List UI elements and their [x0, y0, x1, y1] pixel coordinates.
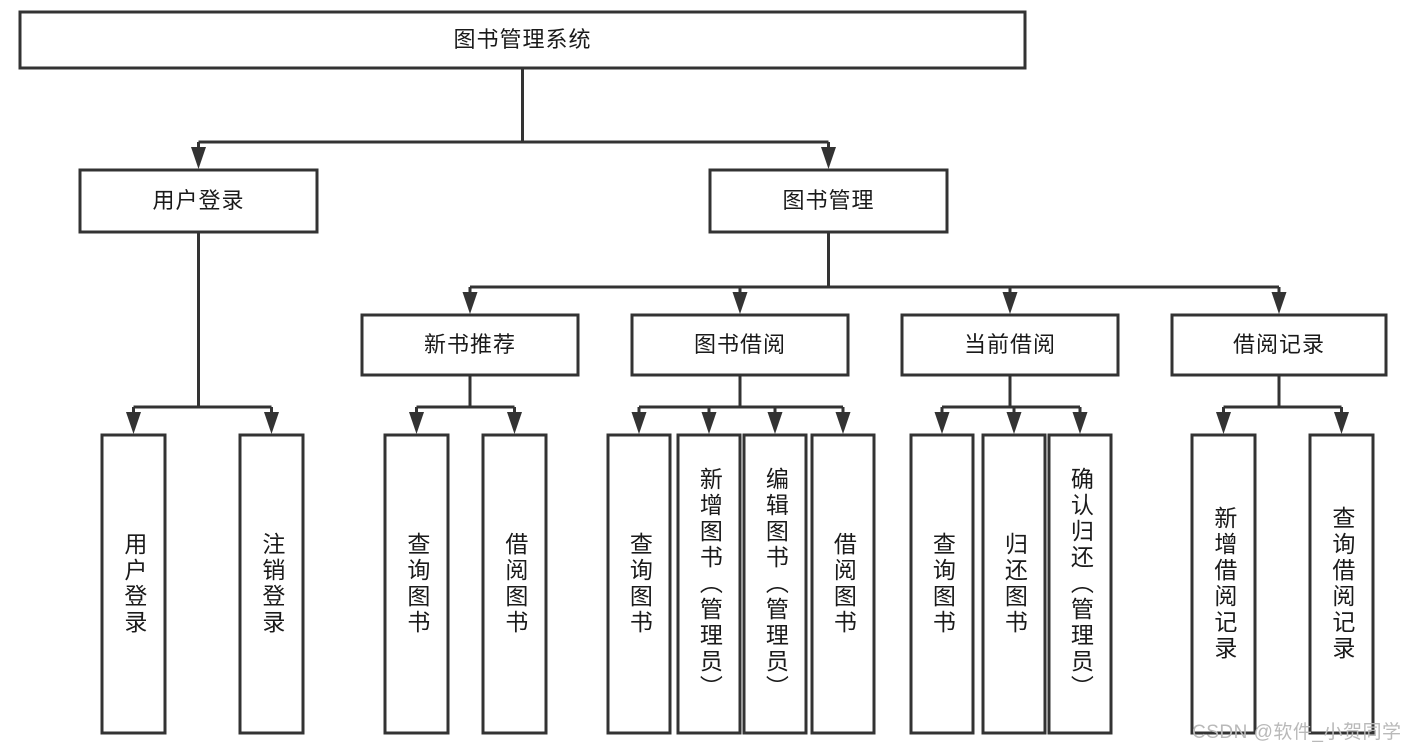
node-leaf-add-record-rect[interactable] — [1190, 433, 1257, 735]
node-new-book-rec-rect[interactable] — [360, 313, 580, 377]
node-borrow-record-rect[interactable] — [1170, 313, 1388, 377]
edge-group-new-book-rec — [409, 375, 522, 434]
edge-layer — [126, 68, 1349, 434]
arrow-head-icon — [507, 412, 522, 434]
node-user-login-rect[interactable] — [78, 168, 319, 234]
node-current-borrow-label: 当前借阅 — [964, 332, 1056, 357]
node-leaf-edit-book-rect[interactable] — [742, 433, 808, 735]
node-leaf-query-book-1-rect[interactable] — [383, 433, 450, 735]
node-leaf-query-record-rect[interactable] — [1308, 433, 1375, 735]
node-book-manage-label: 图书管理 — [782, 188, 874, 213]
arrow-head-icon — [191, 147, 206, 169]
node-leaf-edit-book[interactable] — [742, 433, 808, 735]
arrow-head-icon — [1216, 412, 1231, 434]
node-leaf-borrow-book-1-rect[interactable] — [481, 433, 548, 735]
node-borrow-record-label: 借阅记录 — [1233, 332, 1325, 357]
node-new-book-rec-label: 新书推荐 — [424, 332, 516, 357]
node-leaf-return-book-rect[interactable] — [981, 433, 1047, 735]
node-borrow-record[interactable]: 借阅记录 — [1170, 313, 1388, 377]
node-leaf-logout-rect[interactable] — [238, 433, 305, 735]
node-leaf-query-book-2-rect[interactable] — [606, 433, 672, 735]
node-leaf-user-login-rect[interactable] — [100, 433, 167, 735]
node-leaf-confirm-return-rect[interactable] — [1047, 433, 1113, 735]
watermark: CSDN @软件_小贺同学 — [1192, 722, 1402, 743]
arrow-head-icon — [934, 412, 950, 434]
node-leaf-add-record[interactable] — [1190, 433, 1257, 735]
node-leaf-borrow-book-2-rect[interactable] — [810, 433, 876, 735]
arrow-head-icon — [462, 292, 478, 314]
arrow-head-icon — [1006, 412, 1022, 434]
arrow-head-icon — [767, 412, 783, 434]
node-root-label: 图书管理系统 — [453, 27, 591, 52]
edge-group-root — [191, 68, 836, 169]
node-leaf-query-book-2[interactable] — [606, 433, 672, 735]
edge-group-borrow-record — [1216, 375, 1349, 434]
edge-group-user-login — [126, 232, 279, 434]
edge-group-book-manage — [462, 232, 1287, 314]
node-leaf-query-book-1[interactable] — [383, 433, 450, 735]
arrow-head-icon — [1271, 292, 1287, 314]
arrow-head-icon — [835, 412, 851, 434]
arrow-head-icon — [264, 412, 279, 434]
edge-group-current-borrow — [934, 375, 1088, 434]
arrow-head-icon — [1002, 292, 1018, 314]
node-book-borrow[interactable]: 图书借阅 — [630, 313, 850, 377]
edge-group-book-borrow — [631, 375, 851, 434]
node-leaf-borrow-book-2[interactable] — [810, 433, 876, 735]
node-leaf-query-book-3-rect[interactable] — [909, 433, 975, 735]
node-book-manage[interactable]: 图书管理 — [708, 168, 949, 234]
arrow-head-icon — [1334, 412, 1349, 434]
node-user-login-label: 用户登录 — [152, 188, 244, 213]
node-root[interactable]: 图书管理系统 — [18, 10, 1027, 70]
arrow-head-icon — [409, 412, 424, 434]
arrow-head-icon — [126, 412, 141, 434]
node-current-borrow[interactable]: 当前借阅 — [900, 313, 1120, 377]
node-leaf-query-record[interactable] — [1308, 433, 1375, 735]
node-book-manage-rect[interactable] — [708, 168, 949, 234]
node-root-rect[interactable] — [18, 10, 1027, 70]
node-leaf-user-login[interactable] — [100, 433, 167, 735]
node-book-borrow-rect[interactable] — [630, 313, 850, 377]
node-leaf-borrow-book-1[interactable] — [481, 433, 548, 735]
node-book-borrow-label: 图书借阅 — [694, 332, 786, 357]
node-user-login[interactable]: 用户登录 — [78, 168, 319, 234]
arrow-head-icon — [701, 412, 717, 434]
arrow-head-icon — [1072, 412, 1088, 434]
node-leaf-query-book-3[interactable] — [909, 433, 975, 735]
arrow-head-icon — [821, 147, 836, 169]
node-leaf-add-book[interactable] — [676, 433, 742, 735]
node-new-book-rec[interactable]: 新书推荐 — [360, 313, 580, 377]
node-leaf-logout[interactable] — [238, 433, 305, 735]
node-leaf-add-book-rect[interactable] — [676, 433, 742, 735]
node-leaf-return-book[interactable] — [981, 433, 1047, 735]
node-current-borrow-rect[interactable] — [900, 313, 1120, 377]
arrow-head-icon — [631, 412, 647, 434]
arrow-head-icon — [732, 292, 748, 314]
node-leaf-confirm-return[interactable] — [1047, 433, 1113, 735]
